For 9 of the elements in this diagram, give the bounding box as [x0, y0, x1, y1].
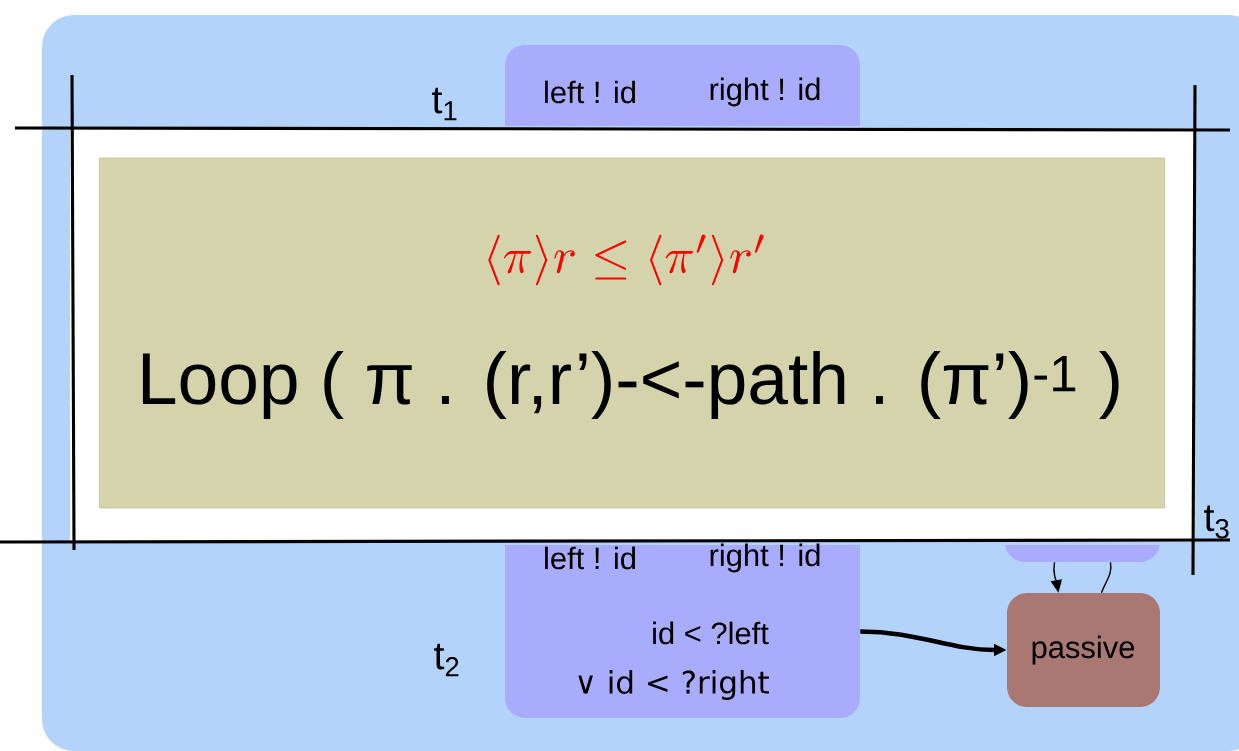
- formula: $\langle\pi\rangle r \leq \langle\pi'\rangle r'$: [488, 234, 764, 286]
- transition-box: [1005, 542, 1160, 562]
- transition-box: left ! id right ! id id < ?left ∨ id < ?right: [505, 543, 860, 718]
- transition-label: t$_{3}$: [1204, 505, 1229, 539]
- loop-expression: Loop ( π . (r,r’)-<-path . (π’)$^{-1}$ ): [142, 350, 1119, 420]
- transition-box: left ! id right ! id: [505, 45, 860, 126]
- state-box: passive: [1007, 593, 1160, 707]
- transition-label: t$_{2}$: [434, 643, 459, 677]
- transition-label: t$_{1}$: [432, 87, 457, 121]
